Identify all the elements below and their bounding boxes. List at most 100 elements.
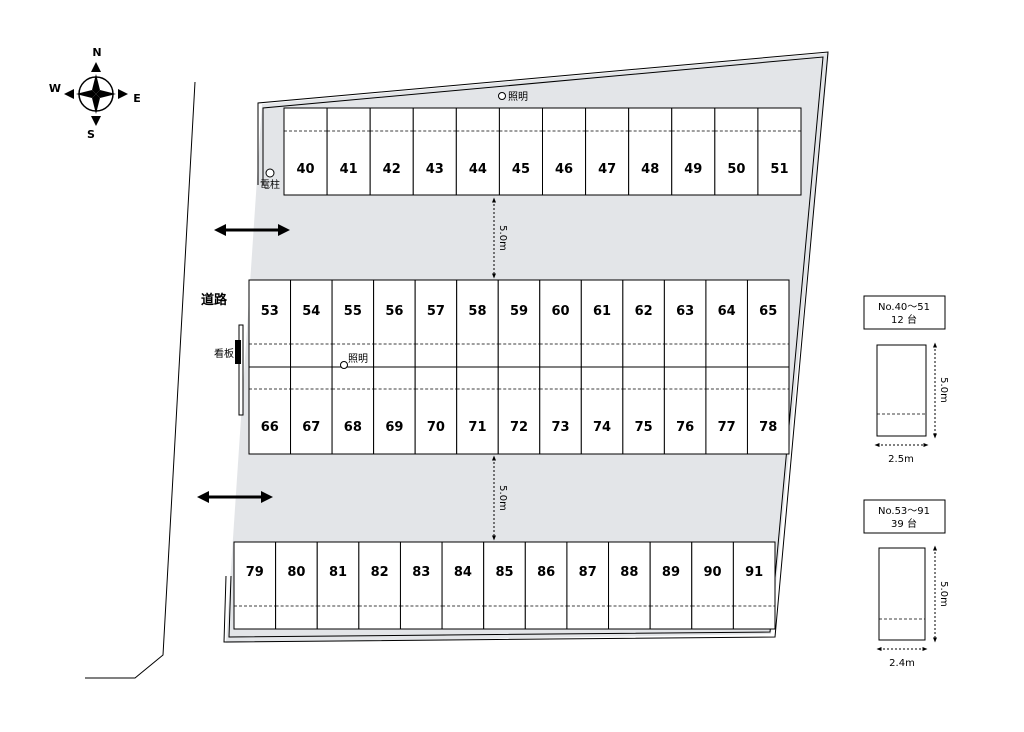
stall-number: 53 bbox=[261, 304, 279, 319]
stall-number: 79 bbox=[246, 565, 264, 580]
legend-length: 5.0m bbox=[938, 581, 949, 607]
stall-number: 46 bbox=[555, 162, 573, 177]
parking-stall: 43 bbox=[412, 107, 457, 196]
legend-stall-sample bbox=[876, 344, 927, 437]
stall-number: 84 bbox=[454, 565, 472, 580]
parking-stall: 46 bbox=[542, 107, 587, 196]
stall-number: 74 bbox=[593, 420, 611, 435]
lighting-mid-label: 照明 bbox=[348, 353, 368, 365]
lighting-icon bbox=[340, 361, 348, 369]
parking-stall: 45 bbox=[498, 107, 543, 196]
compass-south: S bbox=[87, 128, 95, 141]
stall-number: 43 bbox=[426, 162, 444, 177]
boundary-wall-inner bbox=[228, 56, 824, 638]
parking-stall: 69 bbox=[373, 366, 416, 455]
parking-stall: 68 bbox=[331, 366, 375, 455]
stall-number: 55 bbox=[344, 304, 362, 319]
stall-number: 77 bbox=[718, 420, 736, 435]
parking-stall: 67 bbox=[290, 366, 333, 455]
parking-stall: 56 bbox=[373, 279, 416, 368]
stall-number: 80 bbox=[287, 565, 305, 580]
stall-number: 67 bbox=[302, 420, 320, 435]
parking-stall: 41 bbox=[326, 107, 371, 196]
stall-number: 58 bbox=[468, 304, 486, 319]
signboard-label: 看板 bbox=[214, 347, 234, 360]
utility-pole-icon bbox=[265, 168, 275, 178]
legend-length: 5.0m bbox=[938, 377, 949, 403]
parking-stall: 49 bbox=[671, 107, 716, 196]
stall-number: 91 bbox=[745, 565, 763, 580]
stall-number: 44 bbox=[469, 162, 487, 177]
parking-stall: 78 bbox=[746, 366, 790, 455]
stall-number: 56 bbox=[385, 304, 403, 319]
parking-stall: 86 bbox=[524, 541, 568, 630]
parking-stall: 60 bbox=[539, 279, 582, 368]
stall-number: 54 bbox=[302, 304, 320, 319]
parking-stall: 79 bbox=[233, 541, 277, 630]
parking-stall: 50 bbox=[714, 107, 759, 196]
parking-stall: 55 bbox=[331, 279, 375, 368]
utility-pole-label: 電柱 bbox=[260, 178, 280, 191]
parking-stall: 65 bbox=[746, 279, 790, 368]
parking-stall: 88 bbox=[608, 541, 651, 630]
parking-stall: 48 bbox=[628, 107, 673, 196]
parking-stall: 54 bbox=[290, 279, 333, 368]
parking-stall: 44 bbox=[455, 107, 500, 196]
legend-range: No.53～91 bbox=[878, 506, 930, 517]
legend-box-40-51: No.40～51 12 台 5.0m 2.5m bbox=[863, 295, 949, 465]
stall-number: 42 bbox=[383, 162, 401, 177]
stall-number: 49 bbox=[684, 162, 702, 177]
legend-stall-sample bbox=[878, 547, 926, 641]
boundary-wall-outer bbox=[223, 51, 829, 643]
stall-number: 81 bbox=[329, 565, 347, 580]
legend-box-53-91: No.53～91 39 台 5.0m 2.4m bbox=[863, 499, 949, 669]
legend-width: 2.4m bbox=[889, 658, 915, 669]
parking-stall: 75 bbox=[622, 366, 665, 455]
parking-stall: 57 bbox=[414, 279, 458, 368]
stall-number: 72 bbox=[510, 420, 528, 435]
parking-stall: 61 bbox=[580, 279, 624, 368]
stall-number: 59 bbox=[510, 304, 528, 319]
stall-number: 63 bbox=[676, 304, 694, 319]
stall-number: 40 bbox=[296, 162, 314, 177]
stall-number: 75 bbox=[635, 420, 653, 435]
stall-number: 68 bbox=[344, 420, 362, 435]
aisle-dimension-bottom-label: 5.0m bbox=[497, 485, 508, 511]
stall-number: 71 bbox=[468, 420, 486, 435]
stall-number: 47 bbox=[598, 162, 616, 177]
parking-stall: 64 bbox=[705, 279, 748, 368]
stall-number: 82 bbox=[371, 565, 389, 580]
stall-number: 45 bbox=[512, 162, 530, 177]
parking-stall: 87 bbox=[566, 541, 610, 630]
parking-stall: 72 bbox=[497, 366, 541, 455]
signboard-panel bbox=[235, 340, 241, 364]
stall-number: 61 bbox=[593, 304, 611, 319]
parking-stall: 63 bbox=[663, 279, 707, 368]
stall-number: 73 bbox=[551, 420, 569, 435]
parking-stall: 82 bbox=[358, 541, 401, 630]
legend-range: No.40～51 bbox=[878, 302, 930, 313]
stall-number: 90 bbox=[704, 565, 722, 580]
legend-count: 12 台 bbox=[891, 313, 917, 326]
parking-stall: 80 bbox=[275, 541, 318, 630]
parking-stall: 83 bbox=[399, 541, 443, 630]
parking-stall: 59 bbox=[497, 279, 541, 368]
stall-number: 60 bbox=[551, 304, 569, 319]
stall-number: 62 bbox=[635, 304, 653, 319]
lighting-icon bbox=[498, 92, 506, 100]
legend-width: 2.5m bbox=[888, 454, 914, 465]
stall-number: 41 bbox=[340, 162, 358, 177]
compass-west: W bbox=[49, 82, 61, 95]
parking-stall: 89 bbox=[649, 541, 693, 630]
parking-stall: 76 bbox=[663, 366, 707, 455]
stall-number: 66 bbox=[261, 420, 279, 435]
parking-stall: 62 bbox=[622, 279, 665, 368]
stall-number: 87 bbox=[579, 565, 597, 580]
stall-number: 88 bbox=[620, 565, 638, 580]
stall-number: 69 bbox=[385, 420, 403, 435]
stall-number: 86 bbox=[537, 565, 555, 580]
parking-stall: 70 bbox=[414, 366, 458, 455]
